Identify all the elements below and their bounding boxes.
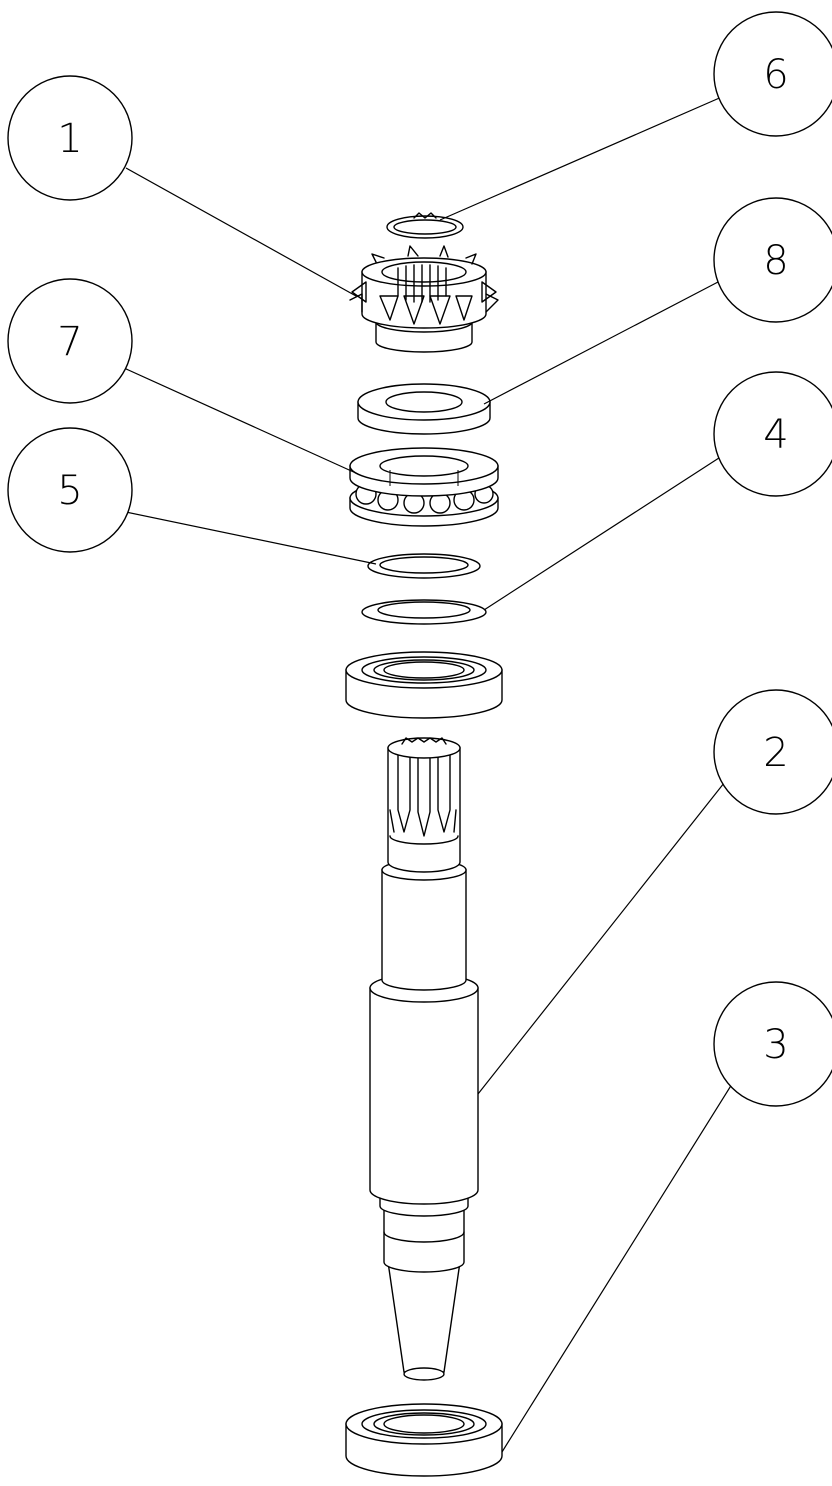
- leader-line-2: [477, 777, 729, 1095]
- callout-label-2: 2: [763, 730, 788, 776]
- callout-label-3: 3: [763, 1022, 788, 1068]
- callout-label-7: 7: [57, 319, 82, 365]
- callout-label-1: 1: [57, 116, 82, 162]
- callout-5: 5: [7, 427, 133, 553]
- leader-lines: [123, 95, 743, 1453]
- callout-7: 7: [7, 278, 133, 404]
- leader-line-1: [125, 167, 357, 297]
- shim-washer-part: [361, 599, 487, 625]
- callout-3: 3: [713, 981, 832, 1107]
- thin-washer-part: [367, 553, 481, 579]
- callout-4: 4: [713, 371, 832, 497]
- leader-line-8: [483, 281, 719, 405]
- leader-line-7: [123, 367, 359, 475]
- callout-label-6: 6: [763, 52, 788, 98]
- lower-ball-bearing-part: [345, 1403, 503, 1477]
- retaining-ring-part: [386, 212, 464, 239]
- leader-line-4: [483, 455, 723, 611]
- upper-ball-bearing-part: [345, 651, 503, 719]
- spline-shaft-part: [369, 737, 479, 1381]
- callout-label-4: 4: [763, 412, 788, 458]
- leader-line-3: [501, 1067, 743, 1453]
- leader-line-5: [125, 511, 377, 565]
- bushing-part: [357, 383, 491, 435]
- callout-6: 6: [713, 11, 832, 137]
- callout-label-8: 8: [763, 238, 788, 284]
- callout-8: 8: [713, 197, 832, 323]
- leader-line-6: [439, 95, 725, 221]
- pinion-gear-part: [349, 245, 499, 353]
- callout-label-5: 5: [57, 468, 82, 514]
- callout-2: 2: [713, 689, 832, 815]
- callout-1: 1: [7, 75, 133, 201]
- thrust-bearing-part: [349, 447, 499, 527]
